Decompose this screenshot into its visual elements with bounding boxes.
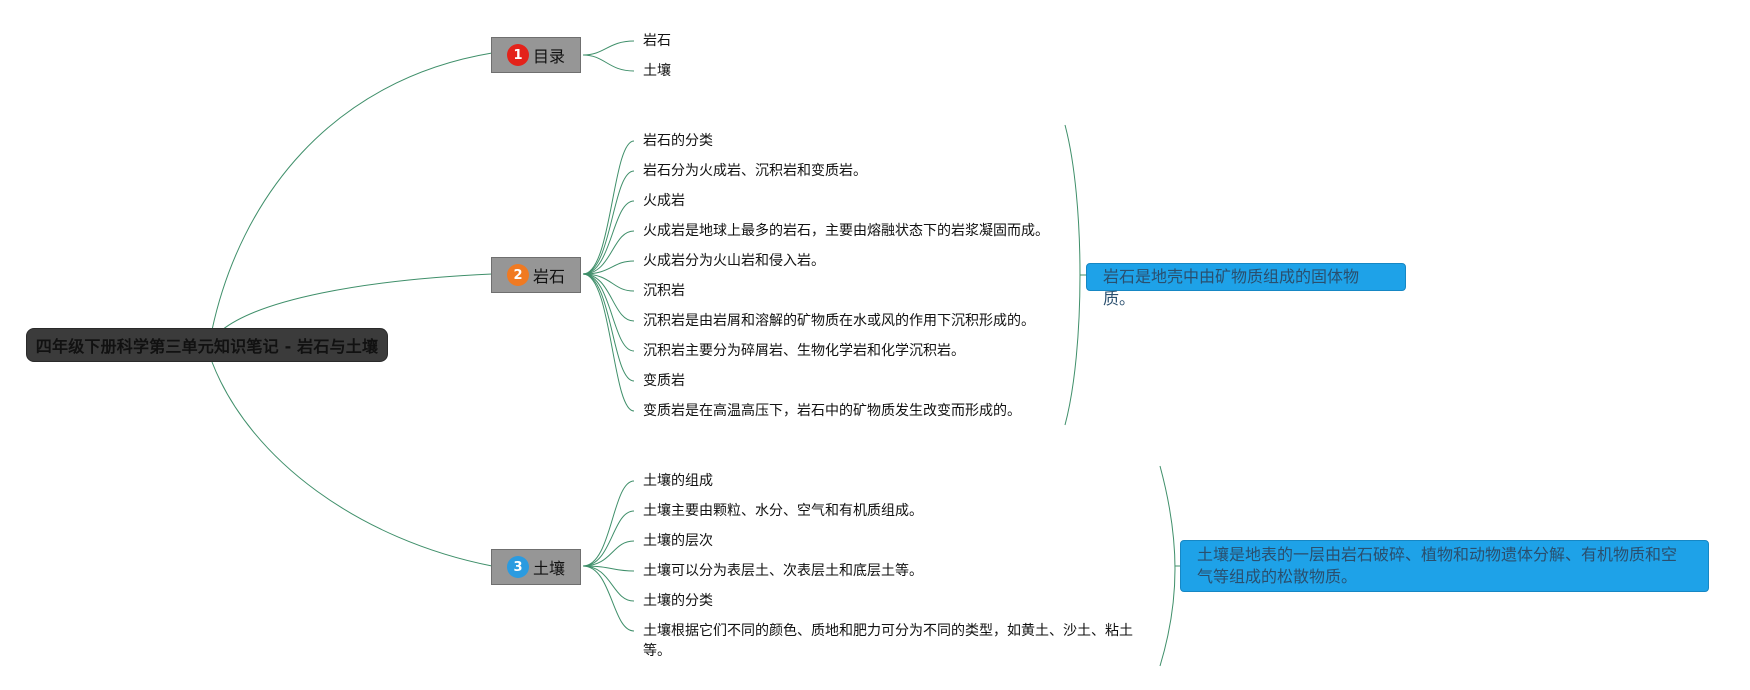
rock-item[interactable]: 火成岩分为火山岩和侵入岩。 <box>643 253 825 269</box>
connector-rock-item-10 <box>582 273 635 412</box>
number-three-icon: 3 <box>506 556 529 578</box>
connector-rock-item-6 <box>582 273 635 292</box>
catalog-item-rock[interactable]: 岩石 <box>643 33 671 49</box>
rock-item[interactable]: 沉积岩 <box>643 283 685 299</box>
connector-root-to-rock <box>221 273 493 331</box>
rock-item[interactable]: 岩石分为火成岩、沉积岩和变质岩。 <box>643 163 867 179</box>
soil-item[interactable]: 土壤的分类 <box>643 593 713 609</box>
rock-item[interactable]: 变质岩 <box>643 373 685 389</box>
root-topic[interactable]: 四年级下册科学第三单元知识笔记 - 岩石与土壤 <box>26 328 388 362</box>
connector-rock-item-5 <box>582 260 635 275</box>
soil-item[interactable]: 土壤的组成 <box>643 473 713 489</box>
rock-summary-callout[interactable]: 岩石是地壳中由矿物质组成的固体物质。 <box>1086 263 1406 308</box>
branch-rock[interactable]: 2 岩石 <box>491 257 581 293</box>
branch-soil-label: 土壤 <box>532 559 565 578</box>
connector-soil-item-5 <box>582 565 635 602</box>
connector-rock-item-7 <box>582 273 635 322</box>
branch-rock-label: 岩石 <box>532 267 565 286</box>
connector-soil-item-3 <box>582 540 635 567</box>
connector-soil-item-2 <box>582 510 635 567</box>
soil-summary-bracket <box>1159 465 1176 667</box>
branch-soil[interactable]: 3 土壤 <box>491 549 581 585</box>
soil-item[interactable]: 土壤可以分为表层土、次表层土和底层土等。 <box>643 563 923 579</box>
rock-item[interactable]: 沉积岩主要分为碎屑岩、生物化学岩和化学沉积岩。 <box>643 343 965 359</box>
rock-item[interactable]: 火成岩 <box>643 193 685 209</box>
rock-item[interactable]: 岩石的分类 <box>643 133 713 149</box>
root-topic-label: 四年级下册科学第三单元知识笔记 - 岩石与土壤 <box>35 337 379 356</box>
rock-item[interactable]: 变质岩是在高温高压下，岩石中的矿物质发生改变而形成的。 <box>643 403 1021 419</box>
soil-item[interactable]: 土壤根据它们不同的颜色、质地和肥力可分为不同的类型，如黄土、沙土、粘土等。 <box>643 623 1133 659</box>
connector-soil-item-1 <box>582 480 635 567</box>
connector-rock-item-3 <box>582 200 635 275</box>
soil-summary-callout[interactable]: 土壤是地表的一层由岩石破碎、植物和动物遗体分解、有机物质和空气等组成的松散物质。 <box>1180 540 1709 592</box>
number-one-icon: 1 <box>506 44 529 66</box>
connector-rock-item-1 <box>582 140 635 275</box>
connector-rock-item-8 <box>582 273 635 352</box>
rock-item[interactable]: 沉积岩是由岩屑和溶解的矿物质在水或风的作用下沉积形成的。 <box>643 313 1035 329</box>
branch-catalog-label: 目录 <box>532 47 565 66</box>
rock-summary-bracket <box>1064 124 1081 426</box>
number-two-icon: 2 <box>506 264 529 286</box>
connector-catalog-item-2 <box>582 54 635 72</box>
catalog-item-soil[interactable]: 土壤 <box>643 63 671 79</box>
soil-summary-text: 土壤是地表的一层由岩石破碎、植物和动物遗体分解、有机物质和空气等组成的松散物质。 <box>1197 545 1678 586</box>
branch-catalog[interactable]: 1 目录 <box>491 37 581 73</box>
rock-summary-text: 岩石是地壳中由矿物质组成的固体物质。 <box>1103 267 1360 308</box>
connector-catalog-item-1 <box>582 40 635 56</box>
soil-item[interactable]: 土壤的层次 <box>643 533 713 549</box>
connector-root-to-soil <box>211 361 493 567</box>
connector-root-to-catalog <box>211 52 493 331</box>
soil-item[interactable]: 土壤主要由颗粒、水分、空气和有机质组成。 <box>643 503 923 519</box>
connector-soil-item-6 <box>582 565 635 632</box>
connector-rock-item-4 <box>582 230 635 275</box>
rock-item[interactable]: 火成岩是地球上最多的岩石，主要由熔融状态下的岩浆凝固而成。 <box>643 223 1049 239</box>
connector-rock-item-2 <box>582 170 635 275</box>
